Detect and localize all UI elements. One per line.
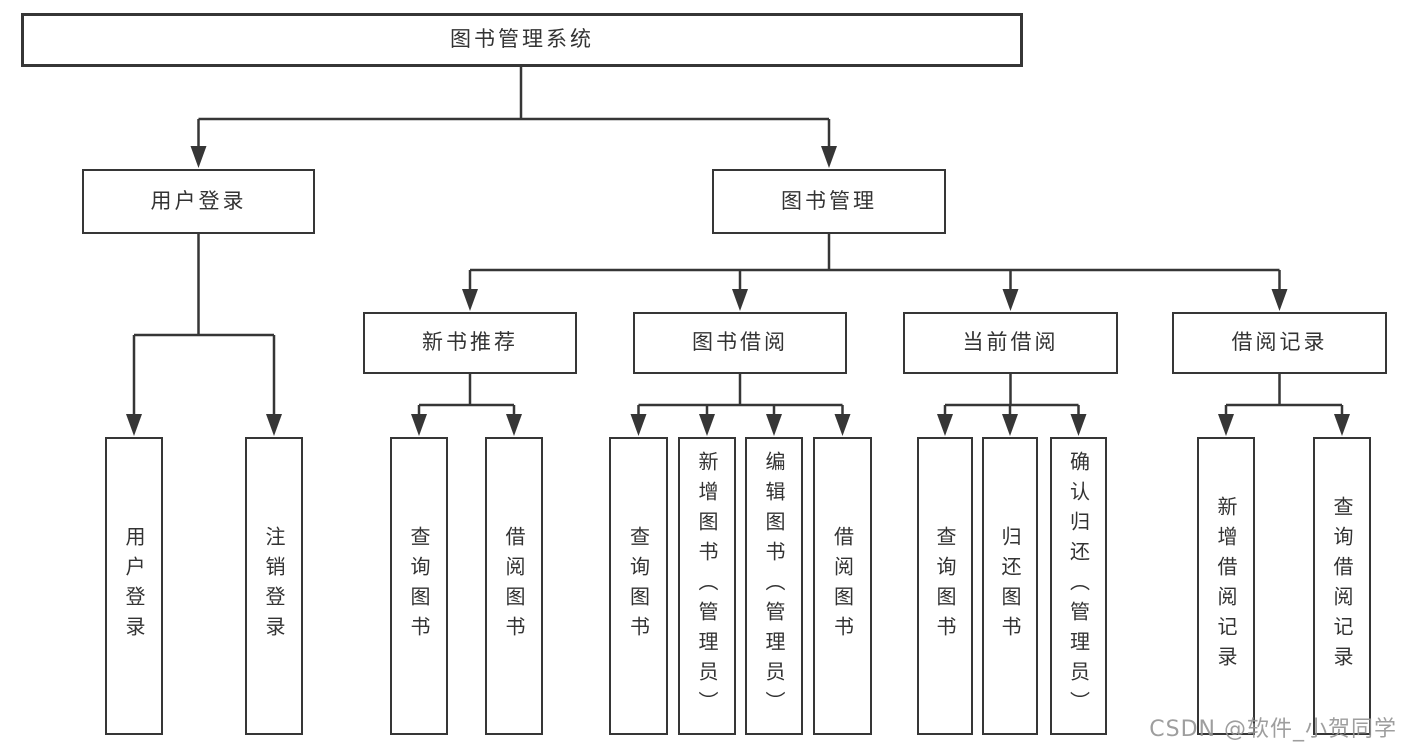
node-leaf-bb-add-book: 新增图书（管理员） <box>678 437 736 735</box>
node-book-management-label: 图书管理 <box>781 188 877 213</box>
node-leaf-br-query-record: 查询借阅记录 <box>1313 437 1371 735</box>
node-user-login-label: 用户登录 <box>150 188 247 213</box>
node-leaf-br-add-record: 新增借阅记录 <box>1197 437 1255 735</box>
node-leaf-bb-edit-book: 编辑图书（管理员） <box>745 437 803 735</box>
node-leaf-cb-query-book: 查询图书 <box>917 437 973 735</box>
node-leaf-br-query-record-label: 查询借阅记录 <box>1330 496 1354 676</box>
node-borrow-records-label: 借阅记录 <box>1231 330 1328 355</box>
node-leaf-user-login-label: 用户登录 <box>122 526 146 646</box>
node-root: 图书管理系统 <box>21 13 1023 67</box>
node-leaf-bb-edit-book-label: 编辑图书（管理员） <box>762 451 786 721</box>
node-book-management: 图书管理 <box>712 169 946 234</box>
node-leaf-logout: 注销登录 <box>245 437 303 735</box>
node-new-book-recommend: 新书推荐 <box>363 312 577 374</box>
node-leaf-bb-query-book: 查询图书 <box>609 437 668 735</box>
node-current-borrow: 当前借阅 <box>903 312 1118 374</box>
node-borrow-records: 借阅记录 <box>1172 312 1387 374</box>
node-leaf-nb-borrow-book: 借阅图书 <box>485 437 543 735</box>
node-leaf-nb-query-book: 查询图书 <box>390 437 448 735</box>
node-current-borrow-label: 当前借阅 <box>962 330 1059 355</box>
node-leaf-cb-return-book-label: 归还图书 <box>998 526 1022 646</box>
node-leaf-cb-confirm-return-label: 确认归还（管理员） <box>1066 451 1091 721</box>
node-user-login: 用户登录 <box>82 169 315 234</box>
node-leaf-logout-label: 注销登录 <box>262 526 286 646</box>
node-leaf-cb-query-book-label: 查询图书 <box>933 526 957 646</box>
node-leaf-nb-query-book-label: 查询图书 <box>407 526 431 646</box>
node-new-book-recommend-label: 新书推荐 <box>422 330 518 355</box>
node-leaf-cb-return-book: 归还图书 <box>982 437 1038 735</box>
node-leaf-nb-borrow-book-label: 借阅图书 <box>502 526 526 646</box>
node-leaf-cb-confirm-return: 确认归还（管理员） <box>1050 437 1107 735</box>
node-leaf-bb-borrow-book-label: 借阅图书 <box>830 526 855 646</box>
node-root-label: 图书管理系统 <box>450 27 594 52</box>
node-leaf-br-add-record-label: 新增借阅记录 <box>1214 496 1238 676</box>
node-leaf-user-login: 用户登录 <box>105 437 163 735</box>
node-book-borrow-label: 图书借阅 <box>692 330 788 355</box>
node-leaf-bb-query-book-label: 查询图书 <box>626 526 651 646</box>
node-book-borrow: 图书借阅 <box>633 312 847 374</box>
node-leaf-bb-add-book-label: 新增图书（管理员） <box>695 451 719 721</box>
node-leaf-bb-borrow-book: 借阅图书 <box>813 437 872 735</box>
watermark: CSDN @软件_小贺同学 <box>1149 717 1397 742</box>
